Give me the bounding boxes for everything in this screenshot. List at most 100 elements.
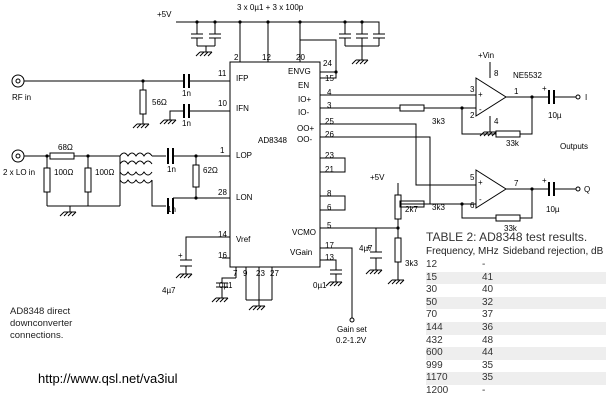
pin-num-2: 2 [234,53,239,62]
caption-line-2: downconverter [10,318,73,329]
output-i-terminal [575,94,581,100]
r3k3-div-label: 3k3 [405,259,418,268]
cell-sideband: 35 [482,359,494,371]
output-i-label: I [585,93,587,102]
pin-num-27: 27 [270,269,279,278]
pin-num-3: 3 [327,101,332,110]
caption-line-1: AD8348 direct [10,306,71,317]
pin-num-10: 10 [218,99,227,108]
c1n-ifn-label: 1n [182,119,191,128]
r33k-a-label: 33k [506,139,520,148]
r100a-label: 100Ω [54,168,73,177]
output-q-terminal [575,186,581,192]
pin-num-5: 5 [327,221,332,230]
gain-set-terminal [349,317,355,323]
opamp-a-pin4: 4 [494,117,499,126]
pin-name-vcmo: VCMO [292,228,316,237]
cell-sideband: 40 [482,284,494,296]
cell-sideband: 48 [482,334,494,346]
table-row: 600 44 [426,347,606,360]
opamp-b-pin5: 5 [470,173,475,182]
r62-label: 62Ω [203,166,218,175]
cell-sideband: - [482,259,486,270]
pin-name-io-plus: IO+ [298,95,311,104]
cell-frequency: 50 [426,296,438,308]
r3k3-a-label: 3k3 [432,117,445,126]
pin-name-oo-plus: OO+ [297,124,314,133]
ic-name: AD8348 [258,136,287,145]
pin-num-12: 12 [262,53,271,62]
c0u1-pin7-label: 0µ1 [219,281,233,290]
cell-frequency: 432 [426,334,443,346]
c10u-b-plus: + [542,176,547,185]
c0u1-pin13-label: 0µ1 [313,281,327,290]
c10u-a-plus: + [542,84,547,93]
pin-num-11: 11 [218,69,227,78]
pin-num-23r: 23 [325,151,334,160]
c1n-lon-label: 1n [167,205,176,214]
col-frequency: Frequency, MHz [426,246,499,257]
c4u7-vcmo-plus: + [366,243,371,252]
pin-num-1: 1 [220,146,225,155]
pin-num-23b: 23 [256,269,265,278]
pin-num-13: 13 [325,253,334,262]
cell-sideband: 36 [482,321,494,333]
cell-frequency: 70 [426,309,438,321]
cell-frequency: 144 [426,321,443,333]
pin-num-21: 21 [325,165,334,174]
cell-sideband: - [482,384,486,396]
opamp-a-triangle [475,77,507,117]
cell-frequency: 12 [426,259,438,270]
pin-num-17: 17 [325,241,334,250]
c10u-a-label: 10µ [548,111,562,120]
opamp-a-plus: + [478,90,483,99]
plus-vin-label: +Vin [478,51,494,60]
table-title: TABLE 2: AD8348 test results. [426,230,588,244]
cell-sideband: 41 [482,271,494,283]
table-row: 50 32 [426,296,606,310]
pin-name-en: EN [298,81,309,90]
table-row: 1200 - [426,384,606,398]
cell-frequency: 15 [426,271,438,283]
pin-num-16: 16 [218,251,227,260]
opamp-b-minus: - [479,195,482,204]
cell-frequency: 999 [426,359,443,371]
plus5v-top-label: +5V [157,10,172,19]
output-q-label: Q [584,185,590,194]
c4u7-vref-label: 4µ7 [162,286,176,295]
cell-sideband: 44 [482,347,494,359]
figure-caption: AD8348 direct downconverter connections. [10,306,120,342]
test-results-table: TABLE 2: AD8348 test results. Frequency,… [426,230,606,398]
opamp-a-pin8: 8 [494,69,499,78]
opamp-b-triangle [475,169,507,209]
pin-name-ifp: IFP [236,74,248,83]
pin-name-ifn: IFN [236,104,249,113]
cell-frequency: 1200 [426,384,449,396]
pin-name-vgain: VGain [290,248,312,257]
gain-set-line2: 0.2-1.2V [336,336,367,345]
pin-num-6: 6 [327,203,332,212]
pin-num-25: 25 [325,117,334,126]
outputs-label: Outputs [560,142,588,151]
c4u7-vref-plus: + [178,251,183,260]
rf-connector [11,74,25,88]
r2k7-label: 2k7 [405,205,418,214]
decoupling-label: 3 x 0µ1 + 3 x 100p [237,3,304,12]
ad8348-ic-body [229,61,321,268]
table-header: Frequency, MHz Sideband rejection, dB [426,246,606,257]
opamp-a-pin1: 1 [514,87,519,96]
pin-name-io-minus: IO- [298,108,309,117]
cell-frequency: 600 [426,347,443,359]
opamp-a-minus: - [479,105,482,114]
opamp-a-pin3: 3 [470,85,475,94]
c1n-lop-label: 1n [167,165,176,174]
cell-sideband: 35 [482,372,494,384]
plus5v-right-label: +5V [370,173,385,182]
c1n-ifp-label: 1n [182,89,191,98]
pin-name-envg: ENVG [288,67,311,76]
cell-sideband: 32 [482,296,494,308]
col-sideband: Sideband rejection, dB [502,246,604,257]
